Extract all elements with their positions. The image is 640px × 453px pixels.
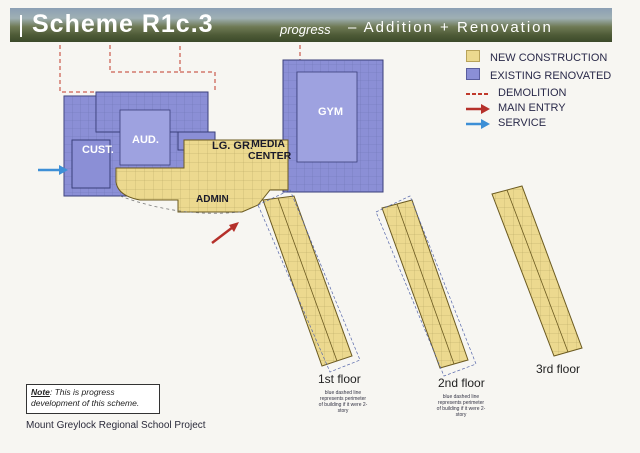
site-line (119, 195, 241, 214)
title-divider (20, 15, 22, 37)
legend-service: SERVICE (466, 117, 546, 131)
scheme-status: progress (280, 22, 331, 37)
note-label: Note (31, 387, 50, 397)
main-entry-arrow (211, 222, 239, 244)
floor-label-1st: 1st floor (318, 372, 361, 386)
legend-label-new: NEW CONSTRUCTION (490, 52, 608, 64)
wing-2nd-floor (375, 195, 477, 377)
note-text: : This is progress development of this s… (31, 387, 140, 408)
service-arrow (38, 165, 68, 175)
floor-label-3rd: 3rd floor (536, 362, 581, 376)
legend-swatch-existing (466, 68, 480, 80)
legend-markers (466, 93, 490, 129)
legend-label-existing: EXISTING RENOVATED (490, 70, 612, 82)
demolition-outline (59, 45, 301, 93)
dashed-line-note-2nd: blue dashed line represents perimeter of… (436, 394, 486, 418)
wing-1st-floor (257, 189, 361, 373)
legend-main-entry: MAIN ENTRY (466, 102, 566, 116)
legend-label-main-entry: MAIN ENTRY (498, 102, 566, 114)
legend-label-demolition: DEMOLITION (498, 87, 567, 99)
room-label-auditorium: AUD. (132, 134, 159, 146)
legend-swatch-new (466, 50, 480, 62)
dashed-line-note-1st: blue dashed line represents perimeter of… (318, 390, 368, 414)
legend-demolition: DEMOLITION (466, 87, 566, 101)
room-label-cust: CUST. (82, 144, 114, 156)
new-construction-core (71, 139, 289, 213)
progress-note-box: Note: This is progress development of th… (26, 384, 160, 414)
room-label-media-center: MEDIA CENTER (248, 138, 292, 162)
title-banner: Scheme R1c.3 progress – Addition + Renov… (10, 8, 612, 42)
scheme-type: – Addition + Renovation (348, 19, 553, 36)
scheme-title: Scheme R1c.3 (32, 10, 214, 38)
room-label-admin: ADMIN (196, 194, 229, 205)
legend-existing-renovated: EXISTING RENOVATED (466, 68, 611, 82)
room-label-gym: GYM (318, 106, 344, 118)
room-label-lg-gr: LG. GR. (212, 140, 253, 152)
legend-label-service: SERVICE (498, 117, 547, 129)
floor-label-2nd: 2nd floor (438, 376, 485, 390)
wing-3rd-floor (491, 185, 583, 357)
legend-new-construction: NEW CONSTRUCTION (466, 50, 607, 64)
project-name: Mount Greylock Regional School Project (26, 420, 206, 431)
